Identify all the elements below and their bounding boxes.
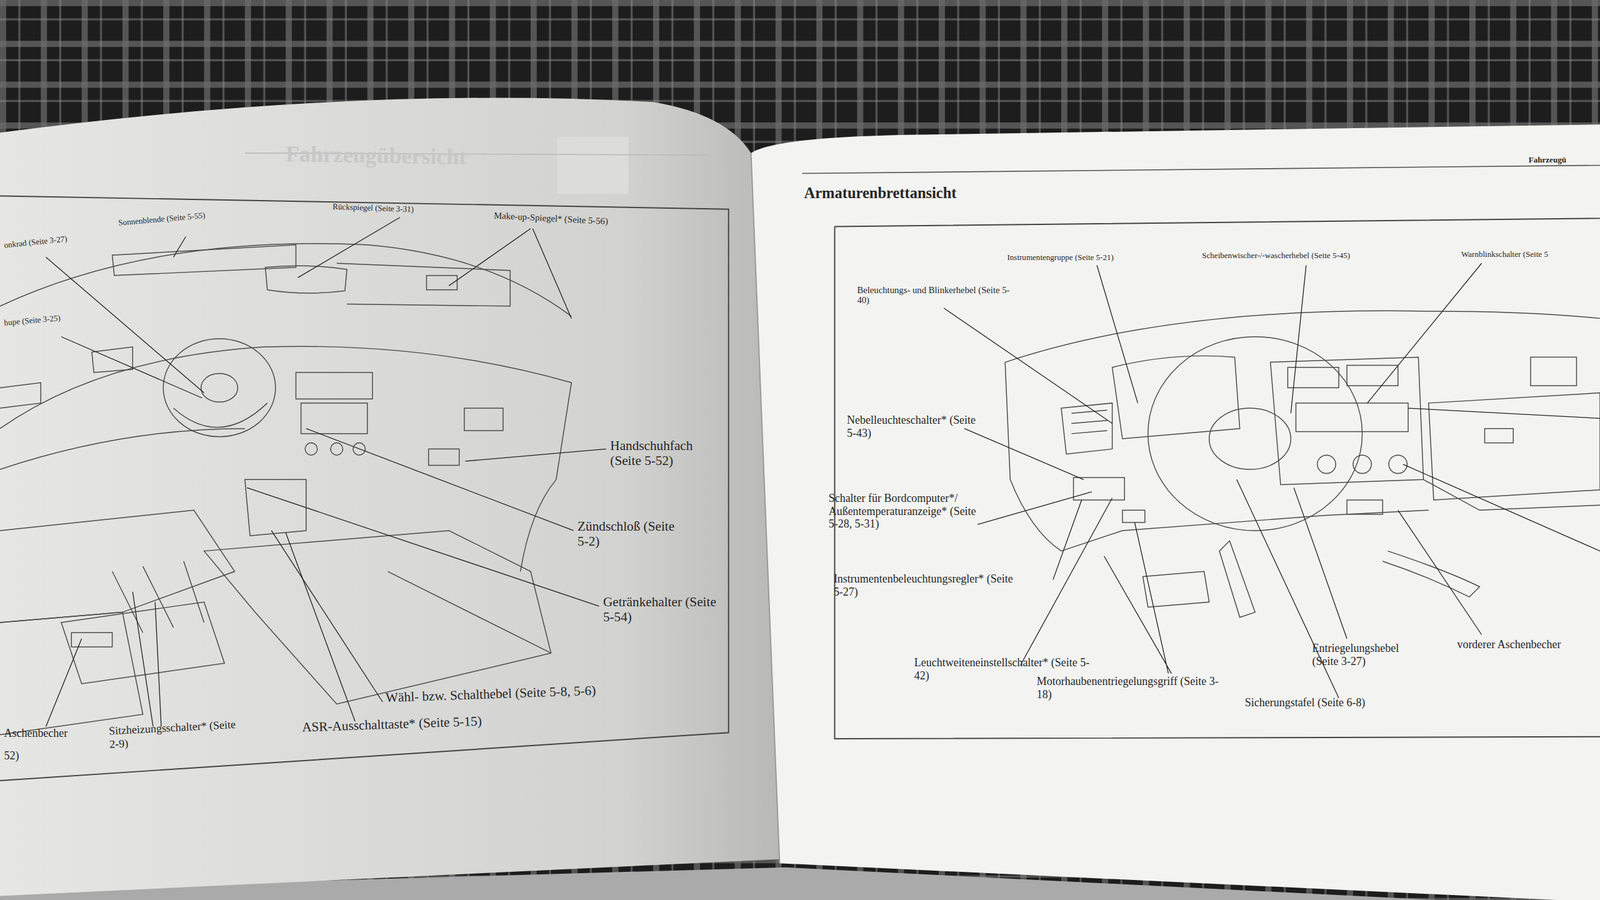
- callout-label: Getränkehalter (Seite 5-54): [603, 595, 720, 626]
- callout-label: Handschuhfach (Seite 5-52): [610, 438, 725, 470]
- page-header: Fahrzeugübersicht: [285, 140, 467, 170]
- callout-label: Instrumentengruppe (Seite 5-21): [1006, 253, 1114, 263]
- callout-label: Instrumentenbeleuchtungsregler* (Seite 5…: [833, 572, 1023, 599]
- callout-label: Schalter für Bordcomputer*/ Außentempera…: [828, 491, 982, 531]
- page-heading: Armaturenbrettansicht: [804, 185, 957, 203]
- callout-label: Beleuchtungs- und Blinkerhebel (Seite 5-…: [856, 285, 1010, 307]
- callout-label: Aschenbecher: [4, 726, 69, 740]
- callout-label: 52): [4, 748, 20, 762]
- callout-label: Motorhaubenentriegelungsgriff (Seite 3-1…: [1036, 674, 1221, 700]
- callout-label: Zündschloß (Seite 5-2): [577, 519, 676, 550]
- page-header: Fahrzeugü: [1528, 155, 1567, 165]
- callout-label: Nebelleuchteschalter* (Seite 5-43): [846, 413, 978, 439]
- callout-label: Entriegelungshebel (Seite 3-27): [1312, 641, 1427, 668]
- callout-label: Scheibenwischer-/-wascherhebel (Seite 5-…: [1201, 251, 1350, 261]
- callout-label: Sicherungstafel (Seite 6-8): [1245, 695, 1366, 709]
- callout-label: Warnblinkschalter (Seite 5: [1461, 250, 1549, 260]
- callout-label: vorderer Aschenbecher: [1456, 637, 1561, 651]
